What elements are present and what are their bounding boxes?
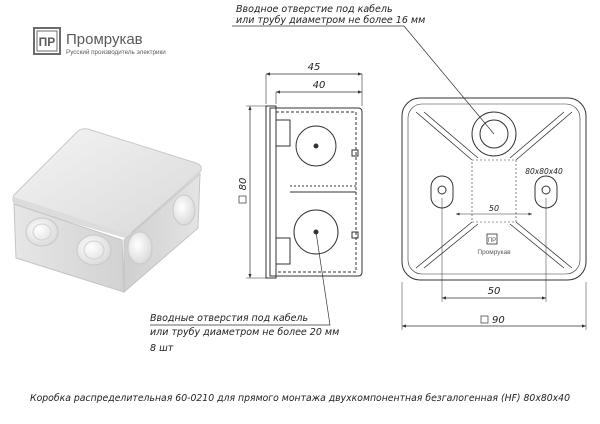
square-symbol-icon xyxy=(238,195,247,204)
brand-tagline: Русский производитель электрики xyxy=(66,48,166,56)
callout-top-line1: Вводное отверстие под кабель xyxy=(236,4,393,15)
side-section-view xyxy=(246,72,363,279)
dim-overall-depth: 45 xyxy=(308,62,321,73)
dim-height: 80 xyxy=(238,178,249,204)
caption: Коробка распределительная 60-0210 для пр… xyxy=(30,393,570,404)
dim-height-value: 80 xyxy=(238,178,249,191)
dim-inner-mount: 50 xyxy=(489,204,499,213)
callout-top-line2: или трубу диаметром не более 16 мм xyxy=(236,15,425,26)
brand-logo: ПР Промрукав Русский производитель элект… xyxy=(33,27,166,56)
dim-body-depth: 40 xyxy=(313,80,326,91)
plan-marking: 80х80х40 xyxy=(525,167,563,176)
logo-frame-icon xyxy=(33,27,61,55)
callout-bottom-line3: 8 шт xyxy=(150,343,174,354)
callout-bottom-line1: Вводные отверстия под кабель xyxy=(150,313,308,324)
callout-bottom-line2: или трубу диаметром не более 20 мм xyxy=(150,327,339,338)
dim-overall-width-value: 90 xyxy=(492,315,505,326)
dim-bottom-mount: 50 xyxy=(488,286,501,297)
plan-logo-letters: ПР xyxy=(488,238,496,244)
plan-logo-icon xyxy=(486,233,498,245)
square-symbol-icon xyxy=(480,315,489,324)
logo-letters: ПР xyxy=(39,35,56,49)
plan-view xyxy=(401,97,587,330)
product-image xyxy=(12,128,202,294)
plan-logo-name: Промрукав xyxy=(477,249,511,256)
callout-leaders xyxy=(150,25,495,326)
dim-overall-width: 90 xyxy=(480,315,505,326)
brand-name: Промрукав xyxy=(66,31,143,48)
